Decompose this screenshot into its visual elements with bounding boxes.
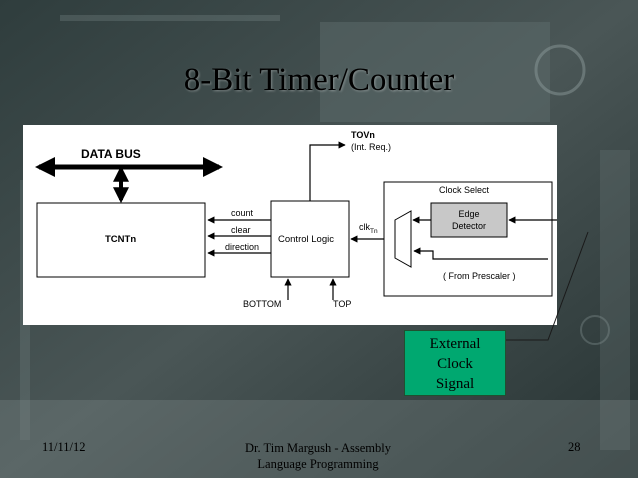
footer-date: 11/11/12 — [42, 440, 86, 454]
tcnt-register — [36, 202, 206, 278]
edge-detector-line2: Detector — [452, 221, 486, 231]
count-label: count — [231, 208, 254, 218]
callout-line1: External — [429, 336, 481, 352]
control-logic-label: Control Logic — [278, 234, 334, 245]
top-label: TOP — [333, 299, 351, 309]
clock-select-label: Clock Select — [439, 185, 490, 195]
clk-label: clkTn — [359, 222, 378, 235]
footer-author-line1: Dr. Tim Margush - Assembly — [245, 441, 391, 455]
tov-arrow — [309, 141, 346, 201]
from-prescaler-label: ( From Prescaler ) — [443, 271, 516, 281]
clk-text: clk — [359, 222, 370, 232]
clk-subscript: Tn — [370, 228, 378, 235]
int-req-label: (Int. Req.) — [351, 142, 391, 152]
footer-author: Dr. Tim Margush - Assembly Language Prog… — [238, 440, 398, 472]
tcnt-label: TCNTn — [105, 234, 136, 245]
tov-label: TOVn — [351, 130, 375, 140]
footer-author-line2: Language Programming — [257, 457, 379, 471]
callout-line3: Signal — [435, 376, 475, 392]
edge-detector-block — [430, 202, 508, 238]
external-clock-callout: External Clock Signal — [404, 330, 506, 396]
slide-title: 8-Bit Timer/Counter — [183, 62, 455, 98]
prescaler-arrow — [413, 247, 548, 260]
edge-detector-line1: Edge — [458, 209, 479, 219]
control-logic-block — [270, 200, 350, 278]
timer-counter-block-diagram: DATA BUS TCNTn Control Logic count clear… — [23, 125, 557, 325]
clear-label: clear — [231, 225, 251, 235]
data-bus-label: DATA BUS — [81, 147, 141, 161]
callout-line2: Clock — [437, 356, 473, 372]
direction-label: direction — [225, 242, 259, 252]
footer-page-number: 28 — [568, 440, 581, 454]
bottom-label: BOTTOM — [243, 299, 281, 309]
clock-mux — [394, 210, 412, 268]
